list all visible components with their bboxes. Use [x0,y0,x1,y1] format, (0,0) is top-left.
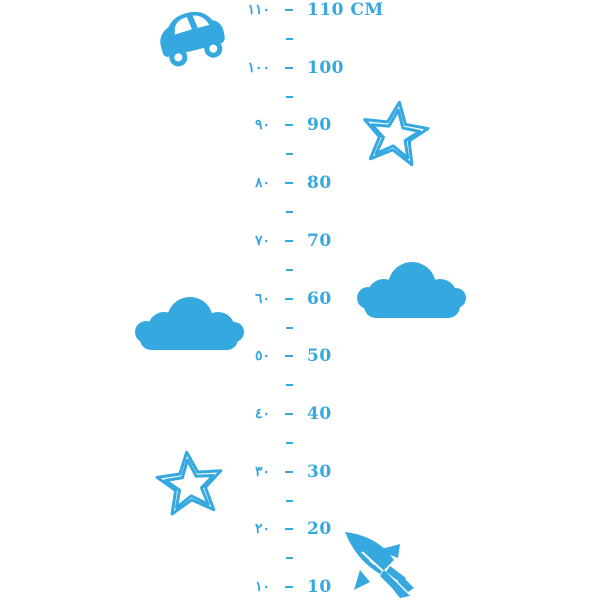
cloud-icon [357,262,466,318]
arabic-label: ٨٠ [254,175,270,191]
major-tick [285,586,293,588]
minor-tick [286,269,293,271]
minor-tick [286,38,293,40]
major-tick [285,298,293,300]
arabic-label: ٧٠ [254,233,270,249]
ruler-mark: ٩٠ 90 [0,115,600,135]
height-label: 50 [307,346,332,366]
major-tick [285,355,293,357]
arabic-label: ٤٠ [254,406,270,422]
ruler-mark: ٨٠ 80 [0,173,600,193]
ruler-mark: ٧٠ 70 [0,231,600,251]
height-label: 70 [307,231,332,251]
major-tick [285,9,293,11]
car-icon [160,11,225,67]
major-tick [285,182,293,184]
cloud-icon [135,297,244,350]
ruler-mark: ٤٠ 40 [0,404,600,424]
minor-tick [286,442,293,444]
ruler-mark: ٦٠ 60 [0,289,600,309]
ruler-mark: ٥٠ 50 [0,346,600,366]
arabic-label: ١١٠ [247,2,270,18]
arabic-label: ٥٠ [254,348,270,364]
height-label: 20 [307,519,332,539]
ruler-mark: ١٠ 10 [0,577,600,597]
major-tick [285,471,293,473]
arabic-label: ١٠٠ [247,60,270,76]
minor-tick [286,327,293,329]
ruler-mark: ١١٠ 110 CM [0,0,600,20]
major-tick [285,67,293,69]
minor-tick [286,557,293,559]
arabic-label: ٩٠ [254,117,270,133]
height-label: 100 [307,58,344,78]
ruler-mark: ٢٠ 20 [0,519,600,539]
ruler-mark: ٣٠ 30 [0,462,600,482]
arabic-label: ٦٠ [254,291,270,307]
arabic-label: ١٠ [254,579,270,595]
star-icon [363,100,430,167]
major-tick [285,240,293,242]
minor-tick [286,211,293,213]
major-tick [285,124,293,126]
arabic-label: ٢٠ [254,521,270,537]
arabic-label: ٣٠ [254,464,270,480]
minor-tick [286,153,293,155]
major-tick [285,413,293,415]
height-label: 90 [307,115,332,135]
rocket-icon [345,532,414,598]
height-label: 10 [307,577,332,597]
height-label: 110 CM [307,0,384,20]
ruler-mark: ١٠٠ 100 [0,58,600,78]
height-label: 60 [307,289,332,309]
height-label: 80 [307,173,332,193]
minor-tick [286,384,293,386]
major-tick [285,528,293,530]
star-icon [155,450,223,516]
height-label: 40 [307,404,332,424]
height-label: 30 [307,462,332,482]
minor-tick [286,96,293,98]
minor-tick [286,500,293,502]
